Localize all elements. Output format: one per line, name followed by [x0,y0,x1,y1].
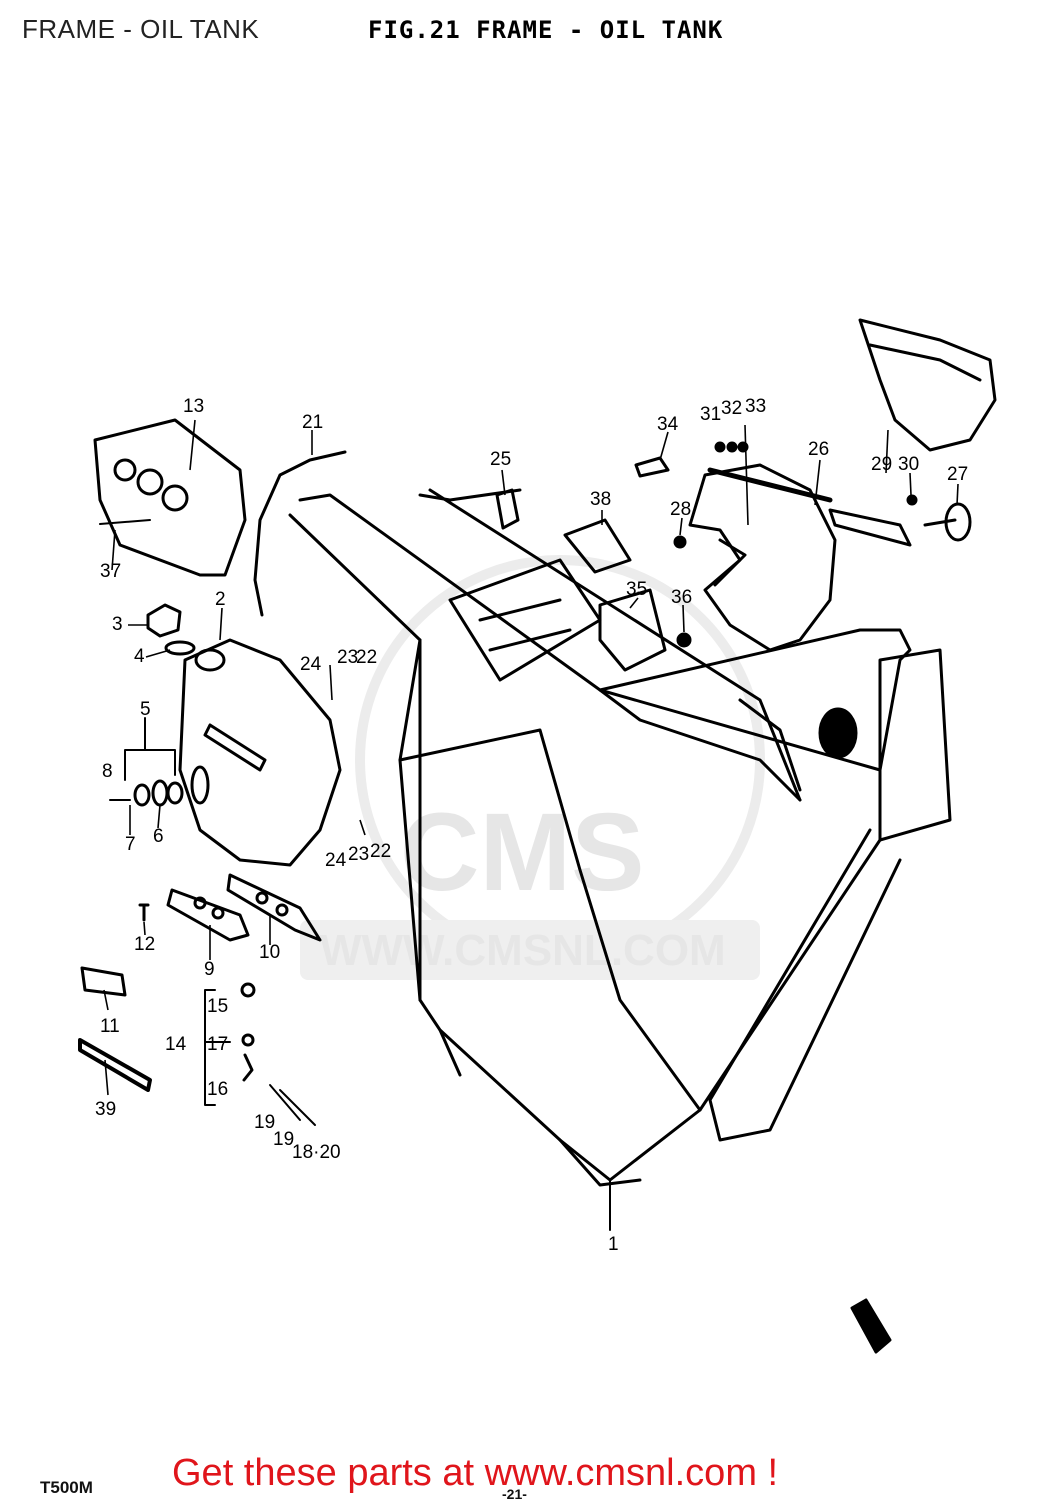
callout-label: 1 [608,1234,619,1255]
callout-label: 18·20 [292,1142,341,1163]
callout-label: 9 [204,959,215,980]
callout-label: 23 [337,647,358,668]
side-cover-part [93,418,247,577]
callout-label: 24 [300,654,322,675]
callout-label: 38 [590,489,611,510]
callout-label: 23 [348,844,369,865]
callout-label: 5 [140,699,151,720]
frame-part [288,488,952,1231]
callout-label: 25 [490,449,511,470]
callout-label: 6 [153,826,164,847]
callout-label: 12 [134,934,155,955]
callout-labels: 1 2 3 4 5 6 7 8 9 10 11 12 13 14 15 16 1… [95,396,968,1255]
callout-label: 35 [626,579,647,600]
callout-label: 14 [165,1034,187,1055]
section-title: FRAME - OIL TANK [22,14,260,44]
figure-title: FIG.21 FRAME - OIL TANK [368,16,724,44]
callout-label: 24 [325,850,347,871]
callout-label: 7 [125,834,136,855]
leader-lines [103,419,959,1096]
callout-label: 33 [745,396,766,417]
callout-label: 19 [273,1129,294,1150]
callout-label: 15 [207,996,228,1017]
callout-label: 10 [259,942,280,963]
cta-link[interactable]: Get these parts at www.cmsnl.com ! [172,1452,779,1494]
oil-tank-part [178,638,342,867]
callout-label: 32 [721,398,742,419]
callout-label: 13 [183,396,204,417]
hose-part [253,450,347,617]
callout-label: 3 [112,614,123,635]
watermark-brand: CMS [400,791,644,914]
model-code: T500M [40,1478,93,1497]
callout-label: 16 [207,1079,228,1100]
callout-label: 37 [100,561,121,582]
callout-label: 22 [356,647,377,668]
watermark-url: WWW.CMSNL.COM [320,926,726,975]
watermark: CMS WWW.CMSNL.COM [300,555,765,980]
callout-label: 27 [947,464,968,485]
callout-label: 34 [657,414,679,435]
callout-label: 11 [100,1016,120,1037]
callout-label: 31 [700,404,721,425]
tail-cover-part [858,318,997,452]
rear-fender-part [688,463,837,652]
page-number: -21- [502,1486,527,1502]
callout-label: 17 [207,1034,228,1055]
callout-label: 36 [671,587,692,608]
callout-label: 8 [102,761,113,782]
callout-label: 28 [670,499,691,520]
callout-label: 21 [302,412,323,433]
callout-label: 4 [134,646,145,667]
callout-label: 19 [254,1112,275,1133]
callout-label: 2 [215,589,226,610]
callout-label: 39 [95,1099,116,1120]
callout-label: 30 [898,454,919,475]
oil-cap-part [146,603,196,656]
callout-label: 29 [871,454,892,475]
callout-label: 22 [370,841,391,862]
callout-label: 26 [808,439,829,460]
